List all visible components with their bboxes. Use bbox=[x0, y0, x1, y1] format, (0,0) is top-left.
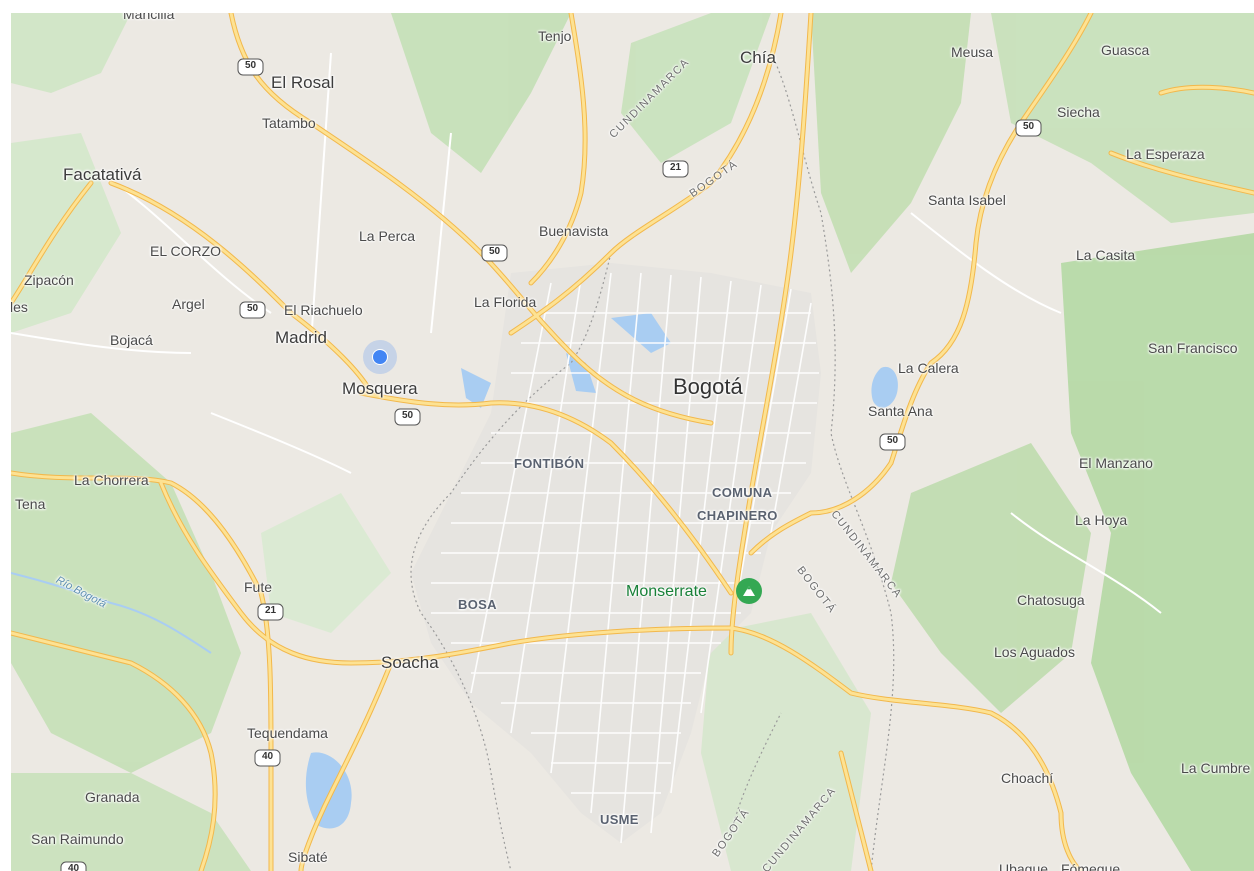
route-shield: 40 bbox=[60, 861, 87, 871]
place-label[interactable]: La Florida bbox=[474, 294, 537, 310]
map-base-layer bbox=[11, 13, 1254, 871]
route-number: 50 bbox=[246, 303, 259, 314]
water-layer bbox=[305, 313, 898, 829]
secondary-roads bbox=[11, 52, 1162, 614]
mountain-icon[interactable] bbox=[736, 578, 762, 604]
district-label[interactable]: CHAPINERO bbox=[697, 508, 778, 523]
place-label[interactable]: Tenjo bbox=[538, 28, 572, 44]
place-label[interactable]: Chía bbox=[740, 48, 776, 67]
place-label[interactable]: La Chorrera bbox=[74, 472, 149, 488]
route-number: 21 bbox=[264, 605, 277, 616]
highway-layer bbox=[11, 13, 1254, 871]
place-label[interactable]: La Perca bbox=[359, 228, 416, 244]
place-label[interactable]: La Casita bbox=[1076, 247, 1136, 263]
place-label[interactable]: Zipacón bbox=[24, 272, 74, 288]
place-label[interactable]: San Raimundo bbox=[31, 831, 124, 847]
place-label[interactable]: Fómeque bbox=[1061, 861, 1121, 871]
route-shield: 21 bbox=[662, 160, 689, 178]
place-label[interactable]: Los Aguados bbox=[994, 644, 1075, 660]
my-location-marker[interactable] bbox=[363, 340, 397, 374]
place-label[interactable]: Santa Ana bbox=[868, 403, 933, 419]
route-shield: 50 bbox=[237, 58, 264, 76]
place-label[interactable]: Meusa bbox=[951, 44, 994, 60]
place-label[interactable]: La Cumbre bbox=[1181, 760, 1251, 776]
boundary-layer bbox=[410, 52, 895, 871]
poi-label[interactable]: Monserrate bbox=[626, 583, 707, 600]
place-label[interactable]: La Esperaza bbox=[1126, 146, 1205, 162]
route-number: 50 bbox=[244, 60, 257, 71]
place-label[interactable]: San Francisco bbox=[1148, 340, 1238, 356]
place-label[interactable]: Facatativá bbox=[63, 165, 142, 184]
place-label[interactable]: La Calera bbox=[898, 360, 959, 376]
district-label[interactable]: BOSA bbox=[458, 597, 497, 612]
street-grid bbox=[431, 272, 819, 844]
place-label[interactable]: Argel bbox=[172, 296, 205, 312]
place-label[interactable]: les bbox=[11, 299, 28, 315]
place-label[interactable]: Bogotá bbox=[673, 374, 743, 399]
district-label[interactable]: COMUNA bbox=[712, 485, 773, 500]
river-line bbox=[11, 572, 212, 654]
place-label[interactable]: Buenavista bbox=[539, 223, 609, 239]
route-number: 21 bbox=[669, 162, 682, 173]
place-label[interactable]: Madrid bbox=[275, 328, 327, 347]
route-shield: 50 bbox=[481, 244, 508, 262]
place-label[interactable]: Mancilla bbox=[123, 13, 175, 22]
place-label[interactable]: Granada bbox=[85, 789, 140, 805]
place-label[interactable]: Chatosuga bbox=[1017, 592, 1085, 608]
place-label[interactable]: El Riachuelo bbox=[284, 302, 363, 318]
district-label[interactable]: USME bbox=[600, 812, 639, 827]
my-location-dot bbox=[372, 349, 388, 365]
place-label[interactable]: EL CORZO bbox=[150, 243, 222, 259]
district-label[interactable]: FONTIBÓN bbox=[514, 456, 585, 471]
place-label[interactable]: Fute bbox=[244, 579, 273, 595]
route-number: 40 bbox=[261, 751, 274, 762]
route-number: 50 bbox=[488, 246, 501, 257]
route-shield: 21 bbox=[257, 603, 284, 621]
route-shield: 50 bbox=[394, 408, 421, 426]
place-label[interactable]: Guasca bbox=[1101, 42, 1150, 58]
place-label[interactable]: Tena bbox=[15, 496, 46, 512]
place-label[interactable]: Mosquera bbox=[342, 379, 418, 398]
route-shield: 50 bbox=[239, 301, 266, 319]
place-label[interactable]: El Rosal bbox=[271, 73, 335, 92]
place-label[interactable]: Ubaque bbox=[999, 861, 1049, 871]
route-shield: 50 bbox=[879, 433, 906, 451]
place-label[interactable]: Siecha bbox=[1057, 104, 1100, 120]
place-label[interactable]: Soacha bbox=[381, 653, 439, 672]
place-label[interactable]: La Hoya bbox=[1075, 512, 1128, 528]
route-number: 50 bbox=[401, 410, 414, 421]
place-label[interactable]: Bojacá bbox=[110, 332, 153, 348]
place-label[interactable]: Choachí bbox=[1001, 770, 1054, 786]
map-canvas[interactable]: 50 50 50 50 50 50 21 21 40 40 Mancilla E… bbox=[11, 13, 1254, 871]
route-number: 50 bbox=[886, 435, 899, 446]
place-label[interactable]: Santa Isabel bbox=[928, 192, 1006, 208]
route-number: 40 bbox=[67, 863, 80, 871]
route-number: 50 bbox=[1022, 121, 1035, 132]
place-label[interactable]: Tequendama bbox=[247, 725, 328, 741]
place-label[interactable]: Sibaté bbox=[288, 849, 328, 865]
place-label[interactable]: Tatambo bbox=[262, 115, 316, 131]
route-shield: 50 bbox=[1015, 119, 1042, 137]
top-bar bbox=[0, 0, 1254, 13]
place-label[interactable]: El Manzano bbox=[1079, 455, 1153, 471]
route-shield: 40 bbox=[254, 749, 281, 767]
